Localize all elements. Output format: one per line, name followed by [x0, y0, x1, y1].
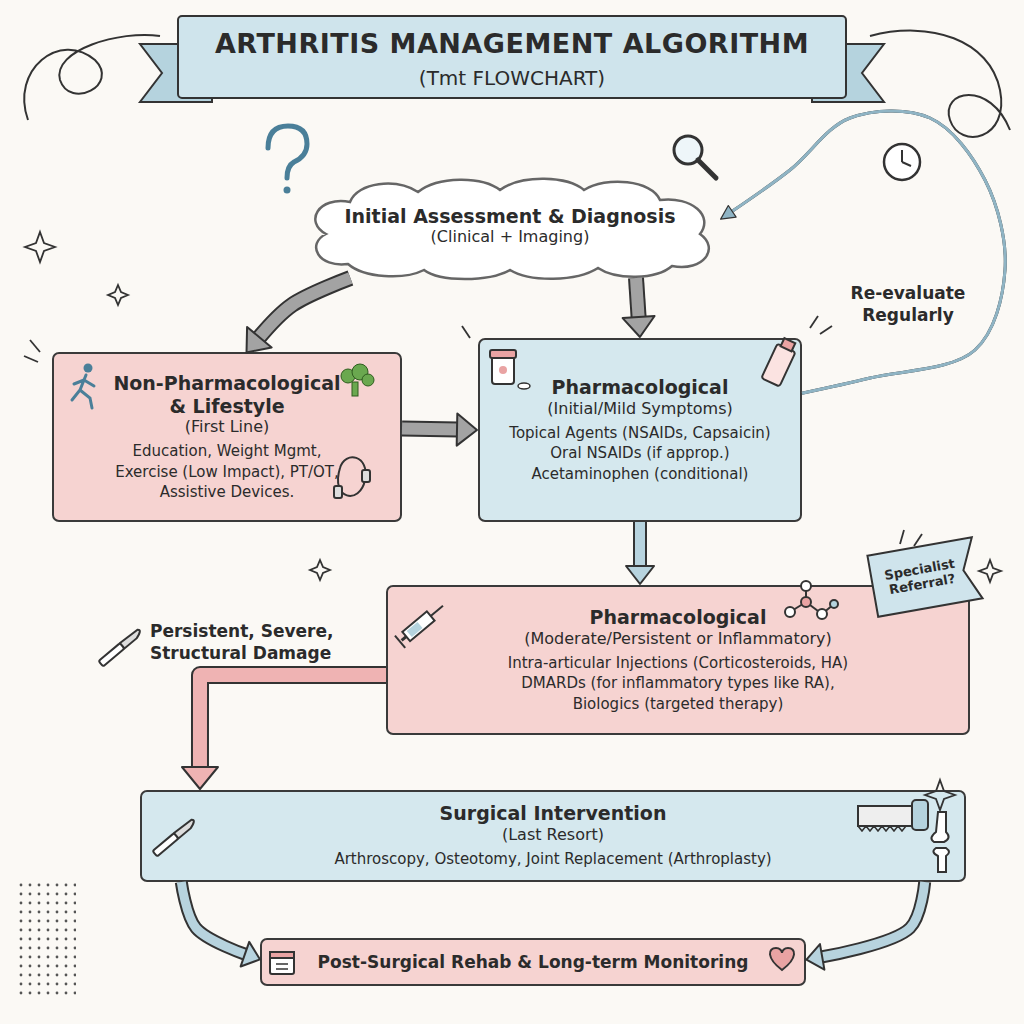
flow-arrow: [821, 882, 924, 957]
arrow-outline: [636, 278, 639, 318]
node-heading: Post-Surgical Rehab & Long-term Monitori…: [318, 952, 749, 972]
banner-tail: [140, 44, 212, 102]
arrow-body: [402, 429, 458, 430]
flow-arrow: [640, 522, 641, 567]
flow-arrow: [636, 278, 639, 318]
magnifier-symbol: [674, 136, 716, 178]
arrow-body: [200, 675, 386, 768]
subtitle: (Tmt FLOWCHART): [178, 66, 846, 90]
node-body-text: Topical Agents (NSAIDs, Capsaicin): [509, 423, 770, 443]
node-body-text: Intra-articular Injections (Corticostero…: [508, 653, 848, 673]
start-cloud: Initial Assessment & Diagnosis(Clinical …: [300, 178, 720, 278]
process-box: Non-Pharmacological & Lifestyle(First Li…: [52, 352, 402, 522]
dot-pattern: [14, 880, 76, 1000]
node-body-text: Oral NSAIDs (if approp.): [550, 443, 729, 463]
node-body-text: Arthroscopy, Osteotomy, Joint Replacemen…: [334, 849, 771, 869]
node-subheading: (First Line): [185, 417, 270, 437]
sparkles: [25, 232, 1001, 810]
diagram-title: ARTHRITIS MANAGEMENT ALGORITHM: [178, 28, 846, 59]
arrow-outline: [181, 882, 246, 954]
motion-ticks: [24, 316, 922, 546]
arrow-body: [259, 278, 351, 338]
flow-arrow: [200, 675, 386, 768]
arrow-outline: [633, 522, 647, 567]
node-subheading: (Last Resort): [502, 825, 604, 845]
arrow-body: [636, 278, 639, 318]
node-subheading: (Initial/Mild Symptoms): [547, 399, 732, 419]
banner-body: [178, 16, 846, 98]
arrow-outline: [259, 278, 351, 338]
node-body-text: Education, Weight Mgmt, Exercise (Low Im…: [105, 441, 350, 502]
node-body-text: Acetaminophen (conditional): [532, 464, 749, 484]
edge-label: Persistent, Severe, Structural Damage: [150, 620, 365, 664]
flow-arrow: [181, 882, 246, 954]
clock-symbol: [884, 144, 920, 180]
node-body-text: Biologics (targeted therapy): [573, 694, 784, 714]
arrow-body: [635, 522, 645, 567]
node-heading: Surgical Intervention: [440, 802, 667, 825]
arrow-outline: [821, 882, 924, 957]
arrow-outline: [402, 429, 458, 430]
banner-tail: [812, 44, 884, 102]
question-mark-symbol: [268, 126, 307, 194]
flow-arrow: [259, 278, 351, 338]
outcome-band: Post-Surgical Rehab & Long-term Monitori…: [260, 938, 806, 986]
arrow-body: [821, 882, 924, 957]
scalpel-symbol: [99, 628, 143, 666]
process-box: Surgical Intervention(Last Resort) Arthro…: [140, 790, 966, 882]
node-heading: Pharmacological: [590, 606, 767, 629]
arrow-body: [181, 882, 246, 954]
doodle-swirl: [870, 31, 1010, 137]
process-box: Pharmacological(Initial/Mild Symptoms) To…: [478, 338, 802, 522]
node-heading: Non-Pharmacological & Lifestyle: [107, 372, 347, 418]
arrow-outline: [200, 675, 386, 768]
flow-arrow: [402, 429, 458, 430]
node-subheading: (Clinical + Imaging): [431, 227, 590, 247]
doodle-swirl: [24, 35, 160, 120]
node-heading: Pharmacological: [552, 376, 729, 399]
edge-label: Re-evaluate Regularly: [838, 282, 978, 326]
node-body-text: DMARDs (for inflammatory types like RA),: [521, 673, 834, 693]
node-heading: Initial Assessment & Diagnosis: [345, 205, 676, 228]
node-subheading: (Moderate/Persistent or Inflammatory): [524, 629, 831, 649]
